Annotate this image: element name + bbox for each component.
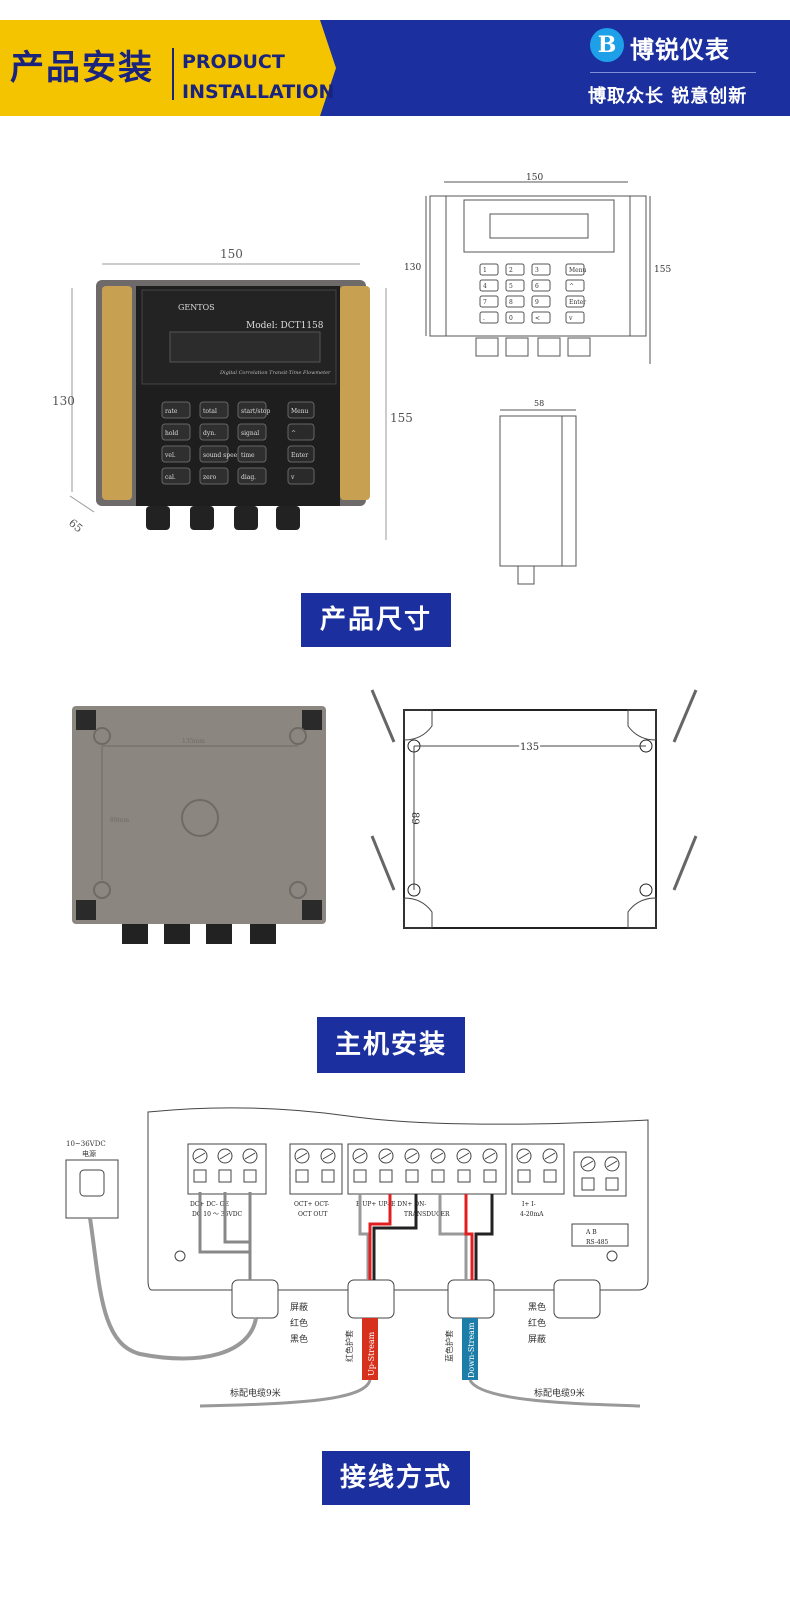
dim-width-label: 150	[220, 247, 243, 261]
product-photo: 150 130 155 65 GENTOS Model: DCT1158 Dig…	[52, 247, 413, 540]
drawing-key: <	[535, 315, 540, 322]
device-key: hold	[165, 430, 178, 437]
device-key: vel.	[164, 452, 176, 459]
drawing-key: 1	[483, 267, 487, 274]
downstream-cable-label: Down-Stream	[467, 1322, 476, 1378]
hole-spacing-y: 89	[409, 812, 420, 825]
cable-length-left: 标配电缆9米	[230, 1387, 281, 1399]
power-label-cn: 电源	[82, 1149, 96, 1158]
drawing-key: v	[568, 315, 573, 322]
rs485-terminals-sub: RS-485	[586, 1239, 609, 1246]
brand-slogan: 博取众长 锐意创新	[588, 86, 748, 107]
dim-height-total-label: 155	[390, 411, 413, 425]
drawing-key: 6	[535, 283, 539, 290]
drawing-key: 0	[509, 315, 513, 322]
drawing-depth-label: 58	[534, 399, 544, 408]
downstream-sleeve-label: 蓝色护套	[444, 1330, 454, 1362]
back-label-x: 135mm	[182, 738, 205, 745]
title-divider	[172, 48, 174, 100]
brand-name: 博锐仪表	[630, 36, 730, 64]
front-view-drawing: 150 130 155 1 2 3 Menu 4 5 6 ^ 7 8 9 Enter. 0 < v	[404, 173, 671, 364]
device-model: Model: DCT1158	[246, 321, 324, 331]
device-key: time	[241, 452, 255, 459]
power-label: 10~36VDC	[66, 1140, 106, 1148]
page-title: 产品安装	[10, 48, 154, 88]
wire-color-label: 红色	[528, 1317, 546, 1329]
wiring-diagram: 10~36VDC 电源 DC+ DC- GE DC 10 ～ 36VDC OCT…	[65, 1107, 649, 1408]
wire-color-label: 红色	[290, 1317, 308, 1329]
brand-logo-icon: B	[590, 28, 624, 62]
page-title-en-line1: PRODUCT	[182, 51, 285, 73]
wire-color-label: 屏蔽	[528, 1333, 546, 1345]
drawing-key: .	[483, 315, 485, 322]
back-plate-photo: 135mm 89mm	[72, 706, 326, 944]
device-key: diag.	[241, 474, 256, 481]
mounting-drawing: 135 89	[370, 689, 698, 929]
brand-divider	[590, 72, 756, 73]
drawing-key: 2	[509, 267, 513, 274]
device-key: dyn.	[203, 430, 216, 437]
upstream-cable-label: Up-Stream	[367, 1331, 376, 1376]
page-title-en-line2: INSTALLATION	[182, 81, 335, 103]
device-key: total	[203, 408, 217, 415]
dim-height-label: 130	[52, 394, 75, 408]
oct-terminals-sub: OCT OUT	[298, 1211, 327, 1218]
device-brand: GENTOS	[178, 303, 215, 312]
oct-terminals: OCT+ OCT-	[294, 1201, 329, 1208]
device-key: v	[290, 474, 295, 481]
device-key: rate	[165, 408, 178, 415]
current-terminals-sub: 4-20mA	[520, 1211, 544, 1218]
drawing-key: Menu	[569, 267, 587, 274]
device-key: Enter	[291, 452, 308, 459]
drawing-key: ^	[569, 283, 574, 290]
device-key: Menu	[291, 408, 309, 415]
device-key: zero	[203, 474, 217, 481]
dim-depth-label: 65	[66, 516, 85, 535]
drawing-key: 5	[509, 283, 513, 290]
power-terminals: DC+ DC- GE	[190, 1201, 229, 1208]
cable-length-right: 标配电缆9米	[534, 1387, 585, 1399]
drawing-key: Enter	[569, 299, 586, 306]
wire-color-label: 黑色	[290, 1333, 308, 1345]
drawing-key: 3	[535, 267, 539, 274]
hole-spacing-x: 135	[520, 742, 539, 753]
upstream-sleeve-label: 红色护套	[344, 1330, 354, 1362]
device-key: signal	[241, 430, 259, 437]
section-installation-title: 主机安装	[317, 1017, 465, 1073]
drawing-key: 8	[509, 299, 513, 306]
drawing-height-label: 130	[404, 263, 421, 273]
device-key: sound speed	[203, 452, 241, 459]
rs485-terminals: A B	[585, 1229, 597, 1236]
wire-color-label: 黑色	[528, 1301, 546, 1313]
device-key: cal.	[165, 474, 176, 481]
device-key: start/stop	[241, 408, 270, 415]
transducer-terminals-sub: TRANSDUCER	[404, 1211, 450, 1218]
drawing-height-total-label: 155	[654, 265, 671, 275]
side-view-drawing: 58	[499, 399, 577, 585]
drawing-keypad: 1 2 3 Menu 4 5 6 ^ 7 8 9 Enter. 0 < v	[479, 263, 587, 324]
device-keypad: rate total start/stop Menu hold dyn. signal ^ ve…	[161, 401, 315, 485]
wire-color-label: 屏蔽	[290, 1301, 308, 1313]
drawing-key: 9	[535, 299, 539, 306]
drawing-key: 7	[483, 299, 487, 306]
section-wiring-title: 接线方式	[322, 1451, 470, 1505]
device-key: ^	[291, 430, 296, 437]
terminal-screws	[192, 1148, 620, 1191]
drawing-width-label: 150	[526, 173, 543, 183]
current-terminals: I+ I-	[522, 1201, 536, 1208]
power-terminals-sub: DC 10 ～ 36VDC	[192, 1211, 243, 1218]
back-label-y: 89mm	[110, 817, 129, 824]
device-subtitle: Digital Correlation Transit-Time Flowmet…	[219, 370, 331, 376]
section-dimensions-title: 产品尺寸	[301, 593, 451, 647]
header-title-panel	[0, 20, 336, 116]
drawing-key: 4	[483, 283, 487, 290]
